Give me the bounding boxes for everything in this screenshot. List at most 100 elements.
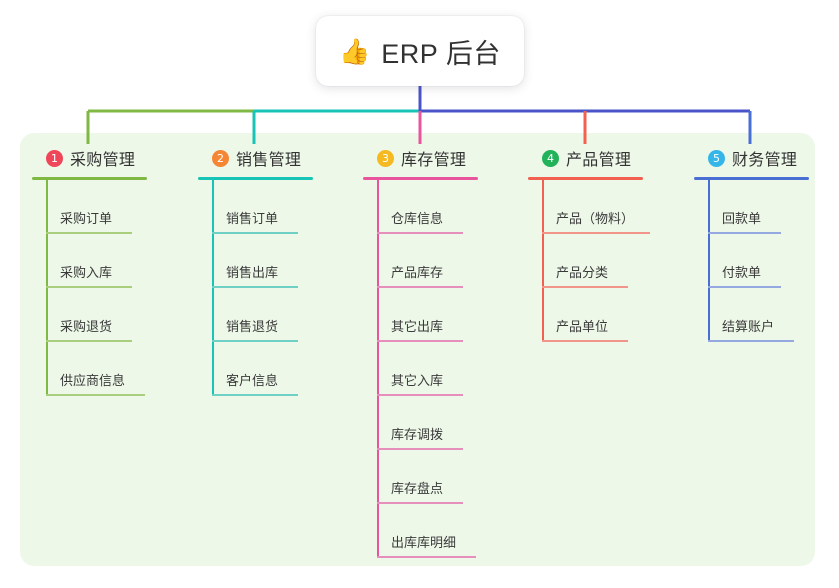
item-underline [212, 394, 298, 396]
item-label: 产品单位 [556, 319, 609, 334]
branch-items-1: 采购订单采购入库采购退货供应商信息 [46, 180, 147, 396]
item-spine [377, 234, 379, 288]
branch-underline [363, 177, 478, 180]
branch-item[interactable]: 采购订单 [46, 180, 147, 234]
branch-number-badge: 4 [542, 149, 559, 167]
branch-item[interactable]: 销售出库 [212, 234, 313, 288]
item-underline [46, 394, 145, 396]
item-underline [542, 232, 650, 234]
branch-title: 销售管理 [236, 152, 302, 169]
root-node[interactable]: 👍 ERP 后台 [316, 16, 524, 86]
item-spine [542, 234, 544, 288]
branch-underline [32, 177, 147, 180]
root-node-content: 👍 ERP 后台 [339, 32, 501, 71]
item-spine [212, 180, 214, 234]
item-spine [377, 396, 379, 450]
item-underline [377, 394, 463, 396]
item-label: 出库库明细 [391, 535, 457, 550]
branch-header-3[interactable]: 3 库存管理 [363, 146, 478, 170]
branch-item[interactable]: 付款单 [708, 234, 809, 288]
branch-number-badge: 1 [46, 149, 63, 167]
branch-header-1[interactable]: 1 采购管理 [32, 146, 147, 170]
item-spine [708, 180, 710, 234]
branch-item[interactable]: 其它出库 [377, 288, 478, 342]
item-spine [377, 342, 379, 396]
branch-title: 库存管理 [401, 152, 467, 169]
item-underline [46, 286, 132, 288]
item-spine [542, 288, 544, 342]
branch-number-badge: 5 [708, 149, 725, 167]
item-label: 客户信息 [226, 373, 279, 388]
item-label: 库存盘点 [391, 481, 444, 496]
item-label: 回款单 [722, 211, 762, 226]
branch-item[interactable]: 仓库信息 [377, 180, 478, 234]
branch-item[interactable]: 回款单 [708, 180, 809, 234]
item-underline [212, 232, 298, 234]
branch-underline [528, 177, 643, 180]
branch-column-5: 5 财务管理回款单付款单结算账户 [694, 146, 809, 342]
branch-underline [198, 177, 313, 180]
branch-item[interactable]: 销售退货 [212, 288, 313, 342]
item-label: 结算账户 [722, 319, 775, 334]
item-spine [212, 288, 214, 342]
branch-item[interactable]: 库存调拨 [377, 396, 478, 450]
branch-item[interactable]: 库存盘点 [377, 450, 478, 504]
item-spine [46, 288, 48, 342]
item-label: 产品（物料） [556, 211, 635, 226]
branch-item[interactable]: 销售订单 [212, 180, 313, 234]
branch-item[interactable]: 供应商信息 [46, 342, 147, 396]
item-spine [708, 288, 710, 342]
item-underline [377, 340, 463, 342]
item-label: 供应商信息 [60, 373, 126, 388]
item-spine [377, 180, 379, 234]
branch-item[interactable]: 出库库明细 [377, 504, 478, 558]
item-underline [212, 340, 298, 342]
branch-header-5[interactable]: 5 财务管理 [694, 146, 809, 170]
item-label: 销售出库 [226, 265, 279, 280]
branch-item[interactable]: 产品单位 [542, 288, 643, 342]
item-underline [708, 286, 781, 288]
item-underline [542, 286, 628, 288]
branch-item[interactable]: 产品分类 [542, 234, 643, 288]
branch-item[interactable]: 产品库存 [377, 234, 478, 288]
item-label: 仓库信息 [391, 211, 444, 226]
item-spine [46, 342, 48, 396]
branch-underline [694, 177, 809, 180]
item-spine [377, 504, 379, 558]
branch-title: 财务管理 [732, 152, 798, 169]
item-underline [377, 448, 463, 450]
item-underline [377, 502, 463, 504]
item-spine [212, 342, 214, 396]
item-underline [377, 286, 463, 288]
item-underline [542, 340, 628, 342]
item-spine [377, 450, 379, 504]
branch-item[interactable]: 客户信息 [212, 342, 313, 396]
branch-column-1: 1 采购管理采购订单采购入库采购退货供应商信息 [32, 146, 147, 396]
branch-number-badge: 3 [377, 149, 394, 167]
item-label: 销售退货 [226, 319, 279, 334]
item-label: 采购订单 [60, 211, 113, 226]
item-underline [46, 340, 132, 342]
item-spine [542, 180, 544, 234]
item-underline [46, 232, 132, 234]
branch-title: 采购管理 [70, 152, 136, 169]
item-underline [708, 232, 781, 234]
item-underline [708, 340, 794, 342]
branch-items-5: 回款单付款单结算账户 [708, 180, 809, 342]
branch-item[interactable]: 采购入库 [46, 234, 147, 288]
branch-item[interactable]: 采购退货 [46, 288, 147, 342]
branch-item[interactable]: 产品（物料） [542, 180, 650, 234]
thumbs-up-icon: 👍 [339, 36, 371, 66]
item-underline [377, 556, 476, 558]
branch-item[interactable]: 结算账户 [708, 288, 809, 342]
branch-item[interactable]: 其它入库 [377, 342, 478, 396]
branch-items-2: 销售订单销售出库销售退货客户信息 [212, 180, 313, 396]
item-spine [377, 288, 379, 342]
item-spine [46, 234, 48, 288]
item-label: 采购入库 [60, 265, 113, 280]
